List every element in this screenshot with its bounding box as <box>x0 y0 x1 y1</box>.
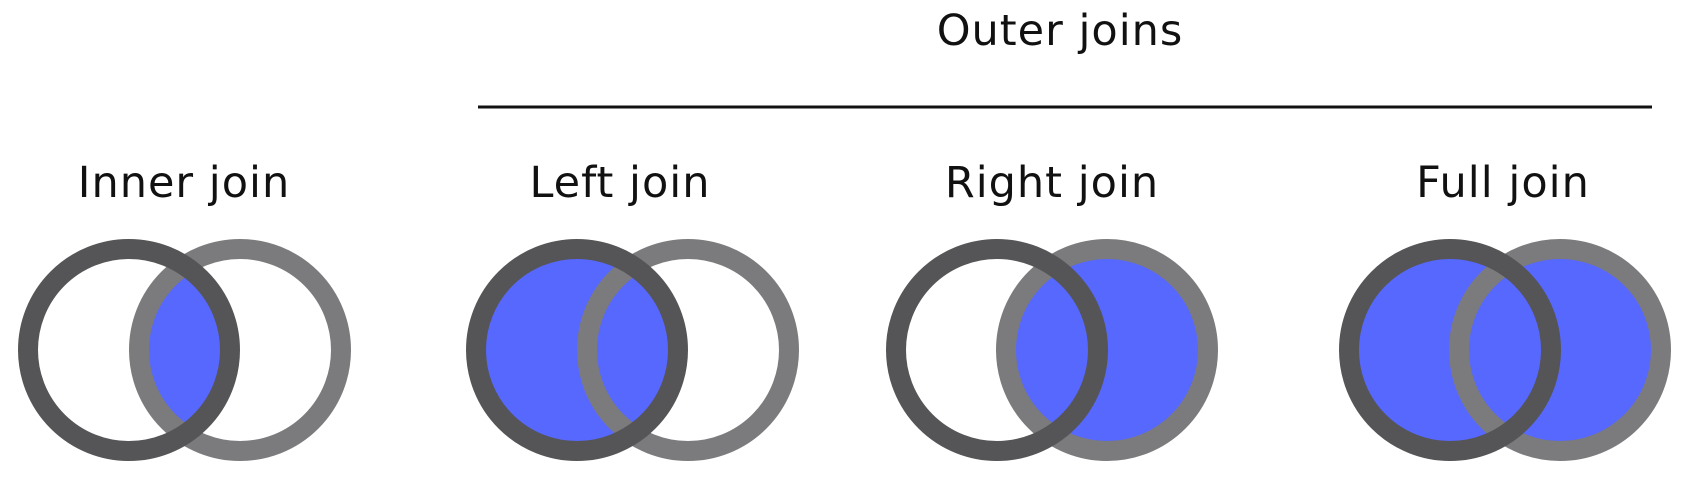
right-join-left-ring <box>886 239 1108 461</box>
full-join-diagram: Full join <box>1339 158 1671 461</box>
full-join-right-ring <box>1449 239 1671 461</box>
outer-joins-title: Outer joins <box>937 6 1184 56</box>
full-join-label: Full join <box>1416 158 1590 208</box>
left-join-right-ring <box>577 239 799 461</box>
inner-join-intersection-fill <box>139 249 230 451</box>
left-join-label: Left join <box>529 158 710 208</box>
inner-join-diagram: Inner join <box>18 158 351 461</box>
left-join-diagram: Left join <box>466 158 799 461</box>
right-join-right-ring <box>996 239 1218 461</box>
inner-join-label: Inner join <box>78 158 290 208</box>
left-join-left-ring <box>466 239 688 461</box>
right-join-label: Right join <box>945 158 1159 208</box>
right-join-diagram: Right join <box>886 158 1218 461</box>
full-join-left-ring <box>1339 239 1561 461</box>
inner-join-left-ring <box>18 239 240 461</box>
inner-join-right-ring <box>129 239 351 461</box>
